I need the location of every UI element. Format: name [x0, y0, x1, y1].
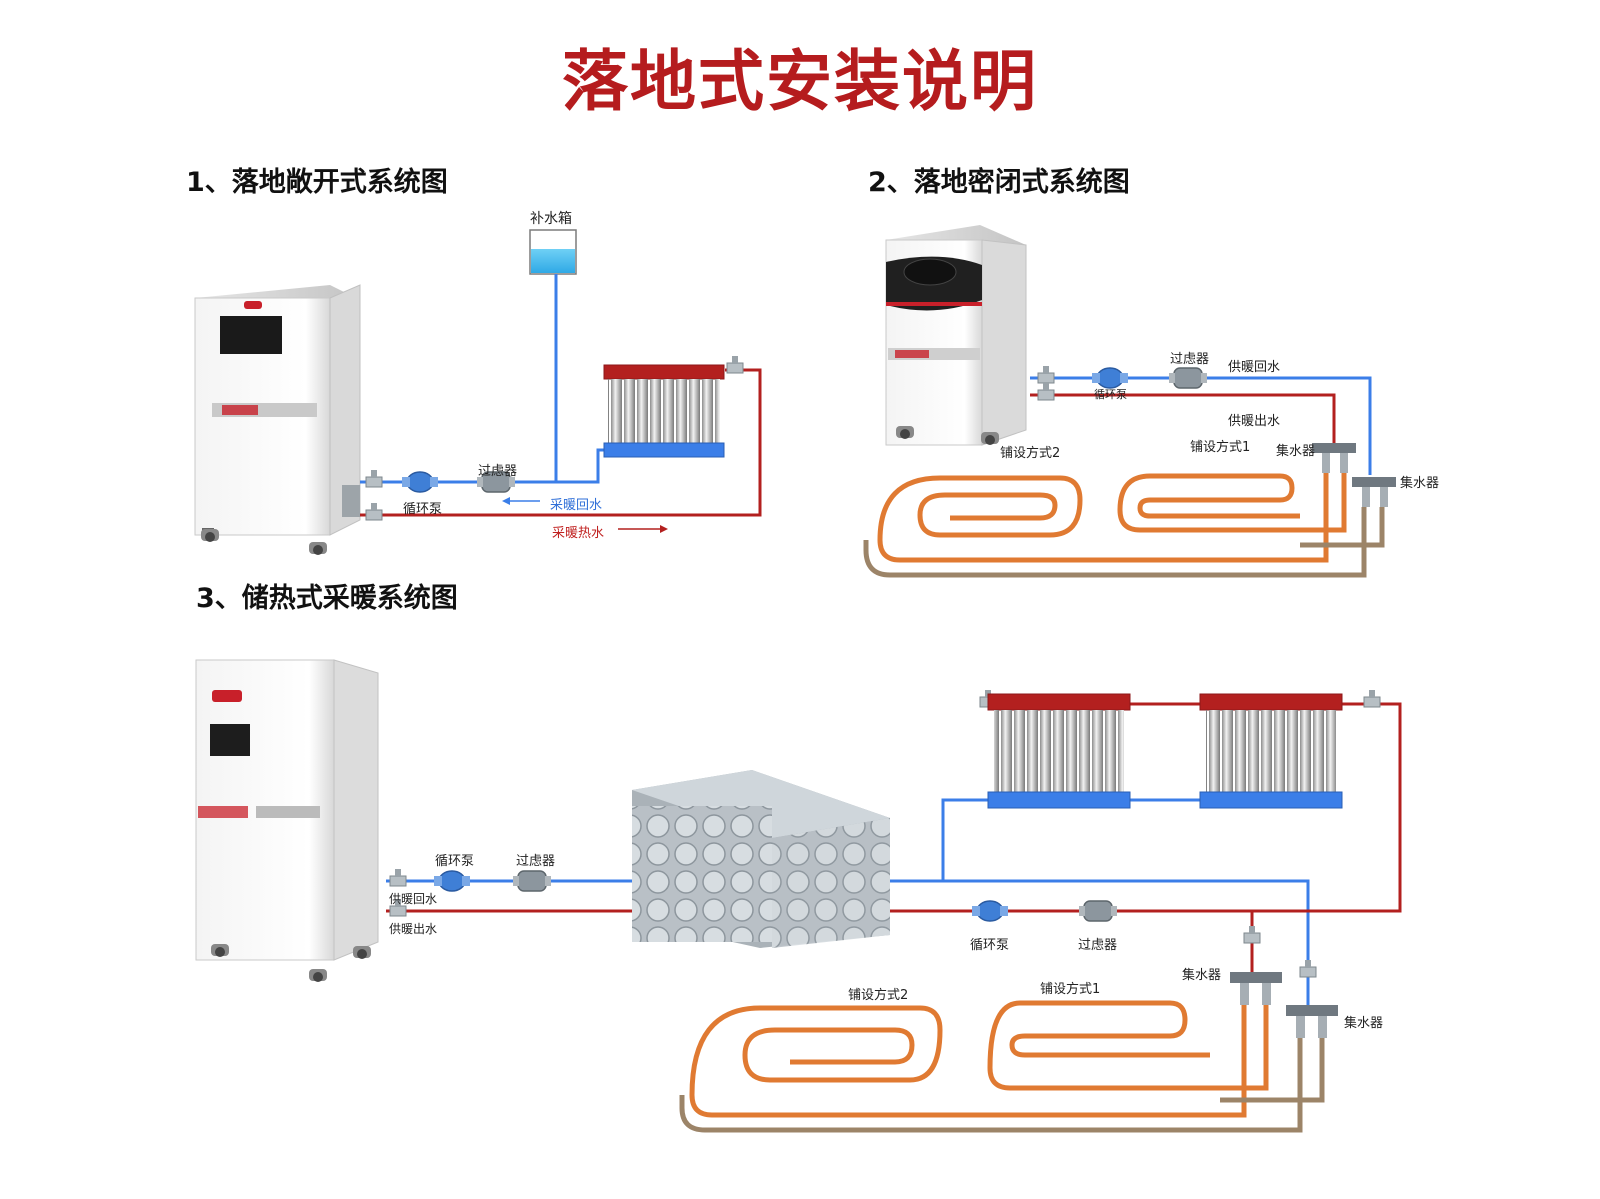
pump-label: 循环泵 [1094, 388, 1127, 401]
pump-label: 循环泵 [403, 502, 443, 517]
layout1-label: 铺设方式1 [1190, 440, 1251, 455]
floor-loop-1 [1117, 473, 1347, 533]
page-title: 落地式安装说明 [562, 43, 1038, 120]
return-water-label: 采暖回水 [550, 498, 603, 513]
filter-label: 过虑器 [1170, 352, 1210, 367]
pump-label: 循环泵 [435, 854, 475, 869]
filter-icon [512, 870, 552, 892]
manifold-label-a: 集水器 [1276, 444, 1316, 459]
manifold-label-a: 集水器 [1182, 968, 1222, 983]
manifold-3b [1286, 1005, 1338, 1038]
return-pipe-2 [1030, 376, 1372, 475]
section-title-storage-system: 3、储热式采暖系统图 [196, 583, 458, 614]
supply-pipe-2 [1030, 393, 1336, 445]
floor-loop-3a [987, 1000, 1269, 1091]
section-title-closed-system: 2、落地密闭式系统图 [868, 167, 1130, 198]
supply-water-label: 采暖热水 [552, 526, 605, 541]
radiator-3b [1199, 693, 1343, 809]
filter2-label: 过虑器 [1078, 938, 1118, 953]
layout2-label: 铺设方式2 [848, 988, 909, 1003]
layout1-label: 铺设方式1 [1040, 982, 1101, 997]
boiler-cabinet-2 [885, 225, 1027, 446]
manifold-label-b: 集水器 [1344, 1016, 1384, 1031]
storage-water-tank [632, 770, 890, 948]
filter-icon [1078, 900, 1118, 922]
radiator-1 [603, 364, 725, 458]
supply-water-label: 供暖出水 [1228, 414, 1281, 429]
floor-loop-3b [689, 1005, 1247, 1118]
pump-icon [401, 471, 439, 493]
diagram2-closed-system [863, 225, 1396, 578]
supply-water-label: 供暖出水 [389, 922, 438, 936]
manifold-label-b: 集水器 [1400, 476, 1440, 491]
boiler-cabinet-1 [194, 284, 361, 555]
pump-icon [971, 900, 1009, 922]
manifold-3a [1230, 972, 1282, 1005]
pump-icon [1091, 367, 1129, 389]
radiator-3a [987, 693, 1131, 809]
return-pipe-1 [360, 274, 558, 484]
pump2-label: 循环泵 [970, 938, 1010, 953]
makeup-water-tank [529, 229, 577, 275]
layout2-label: 铺设方式2 [1000, 446, 1061, 461]
manifold-2b [1352, 477, 1396, 507]
pump-icon [433, 870, 471, 892]
diagram3-storage-system [195, 659, 1402, 1133]
floor-loop-2 [877, 473, 1329, 563]
manifold-2a [1312, 443, 1356, 473]
return-water-label: 供暖回水 [389, 892, 438, 906]
boiler-cabinet-3 [195, 659, 379, 982]
return-water-label: 供暖回水 [1228, 360, 1281, 375]
filter-label: 过虑器 [516, 854, 556, 869]
filter-label: 过虑器 [478, 464, 518, 479]
filter-icon [1168, 367, 1208, 389]
diagram1-open-system [194, 229, 762, 555]
section-title-open-system: 1、落地敞开式系统图 [186, 167, 448, 198]
tank-label: 补水箱 [530, 211, 572, 227]
